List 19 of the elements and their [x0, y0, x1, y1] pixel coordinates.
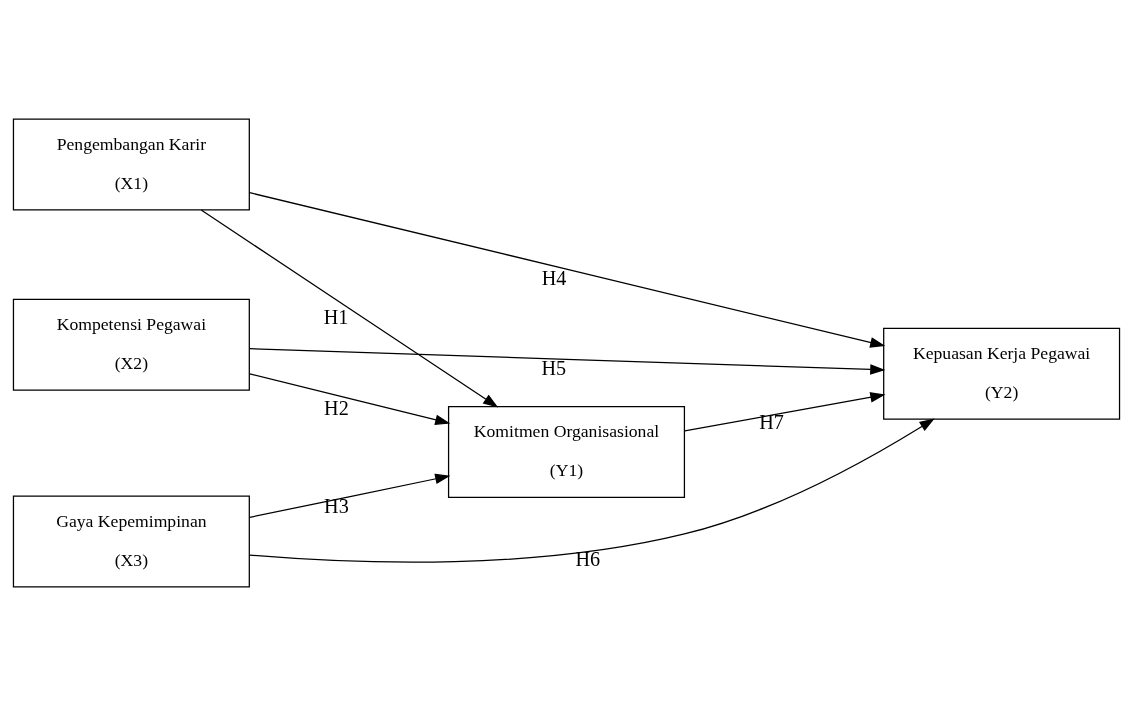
- edge-label: H2: [324, 396, 349, 419]
- edge-label: H7: [759, 411, 784, 434]
- arrow: [249, 373, 451, 426]
- node-box: Kompetensi Pegawai (X2): [12, 298, 250, 391]
- arrow: [249, 473, 451, 518]
- node-box: Pengembangan Karir (X1): [12, 118, 250, 211]
- arrow: [249, 192, 886, 348]
- edge-label: H4: [541, 267, 567, 290]
- node-box: Gaya Kepemimpinan (X3): [12, 495, 250, 588]
- arrow: [249, 418, 935, 563]
- edge-label: H1: [323, 306, 349, 329]
- node-box: Kepuasan Kerja Pegawai (Y2): [883, 327, 1121, 420]
- arrow: [249, 348, 886, 375]
- edge-label: H6: [575, 548, 601, 571]
- arrow: [200, 209, 499, 408]
- arrow: [684, 392, 886, 432]
- node-box: Komitmen Organisasional (Y1): [447, 405, 686, 499]
- edge-label: H5: [541, 357, 567, 380]
- edge-label: H3: [324, 494, 349, 517]
